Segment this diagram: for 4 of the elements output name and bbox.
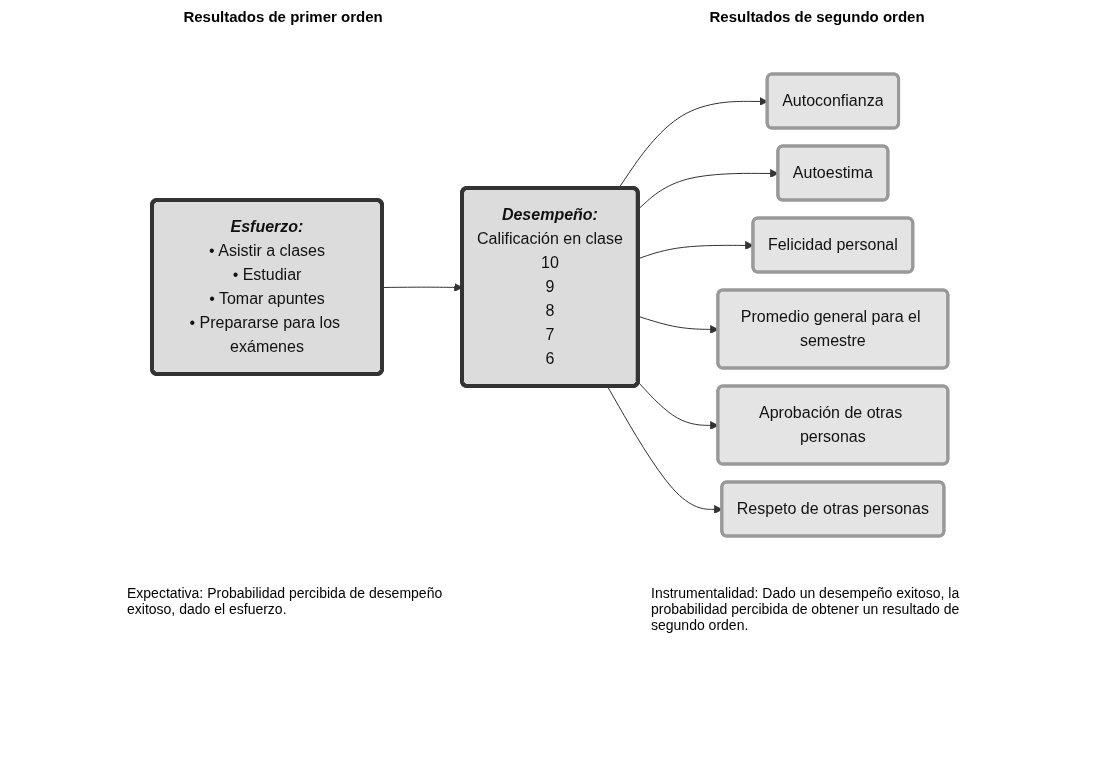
column-heading: Resultados de segundo orden (709, 8, 925, 25)
note-text: Instrumentalidad: Dado un desempeño exitoso, la probabilidad percibida de obtener un resultado de segundo orden. (651, 585, 961, 633)
note-text: Expectativa: Probabilidad percibida de desempeño exitoso, dado el esfuerzo. (127, 585, 444, 619)
column-heading: Resultados de primer orden (183, 8, 383, 25)
